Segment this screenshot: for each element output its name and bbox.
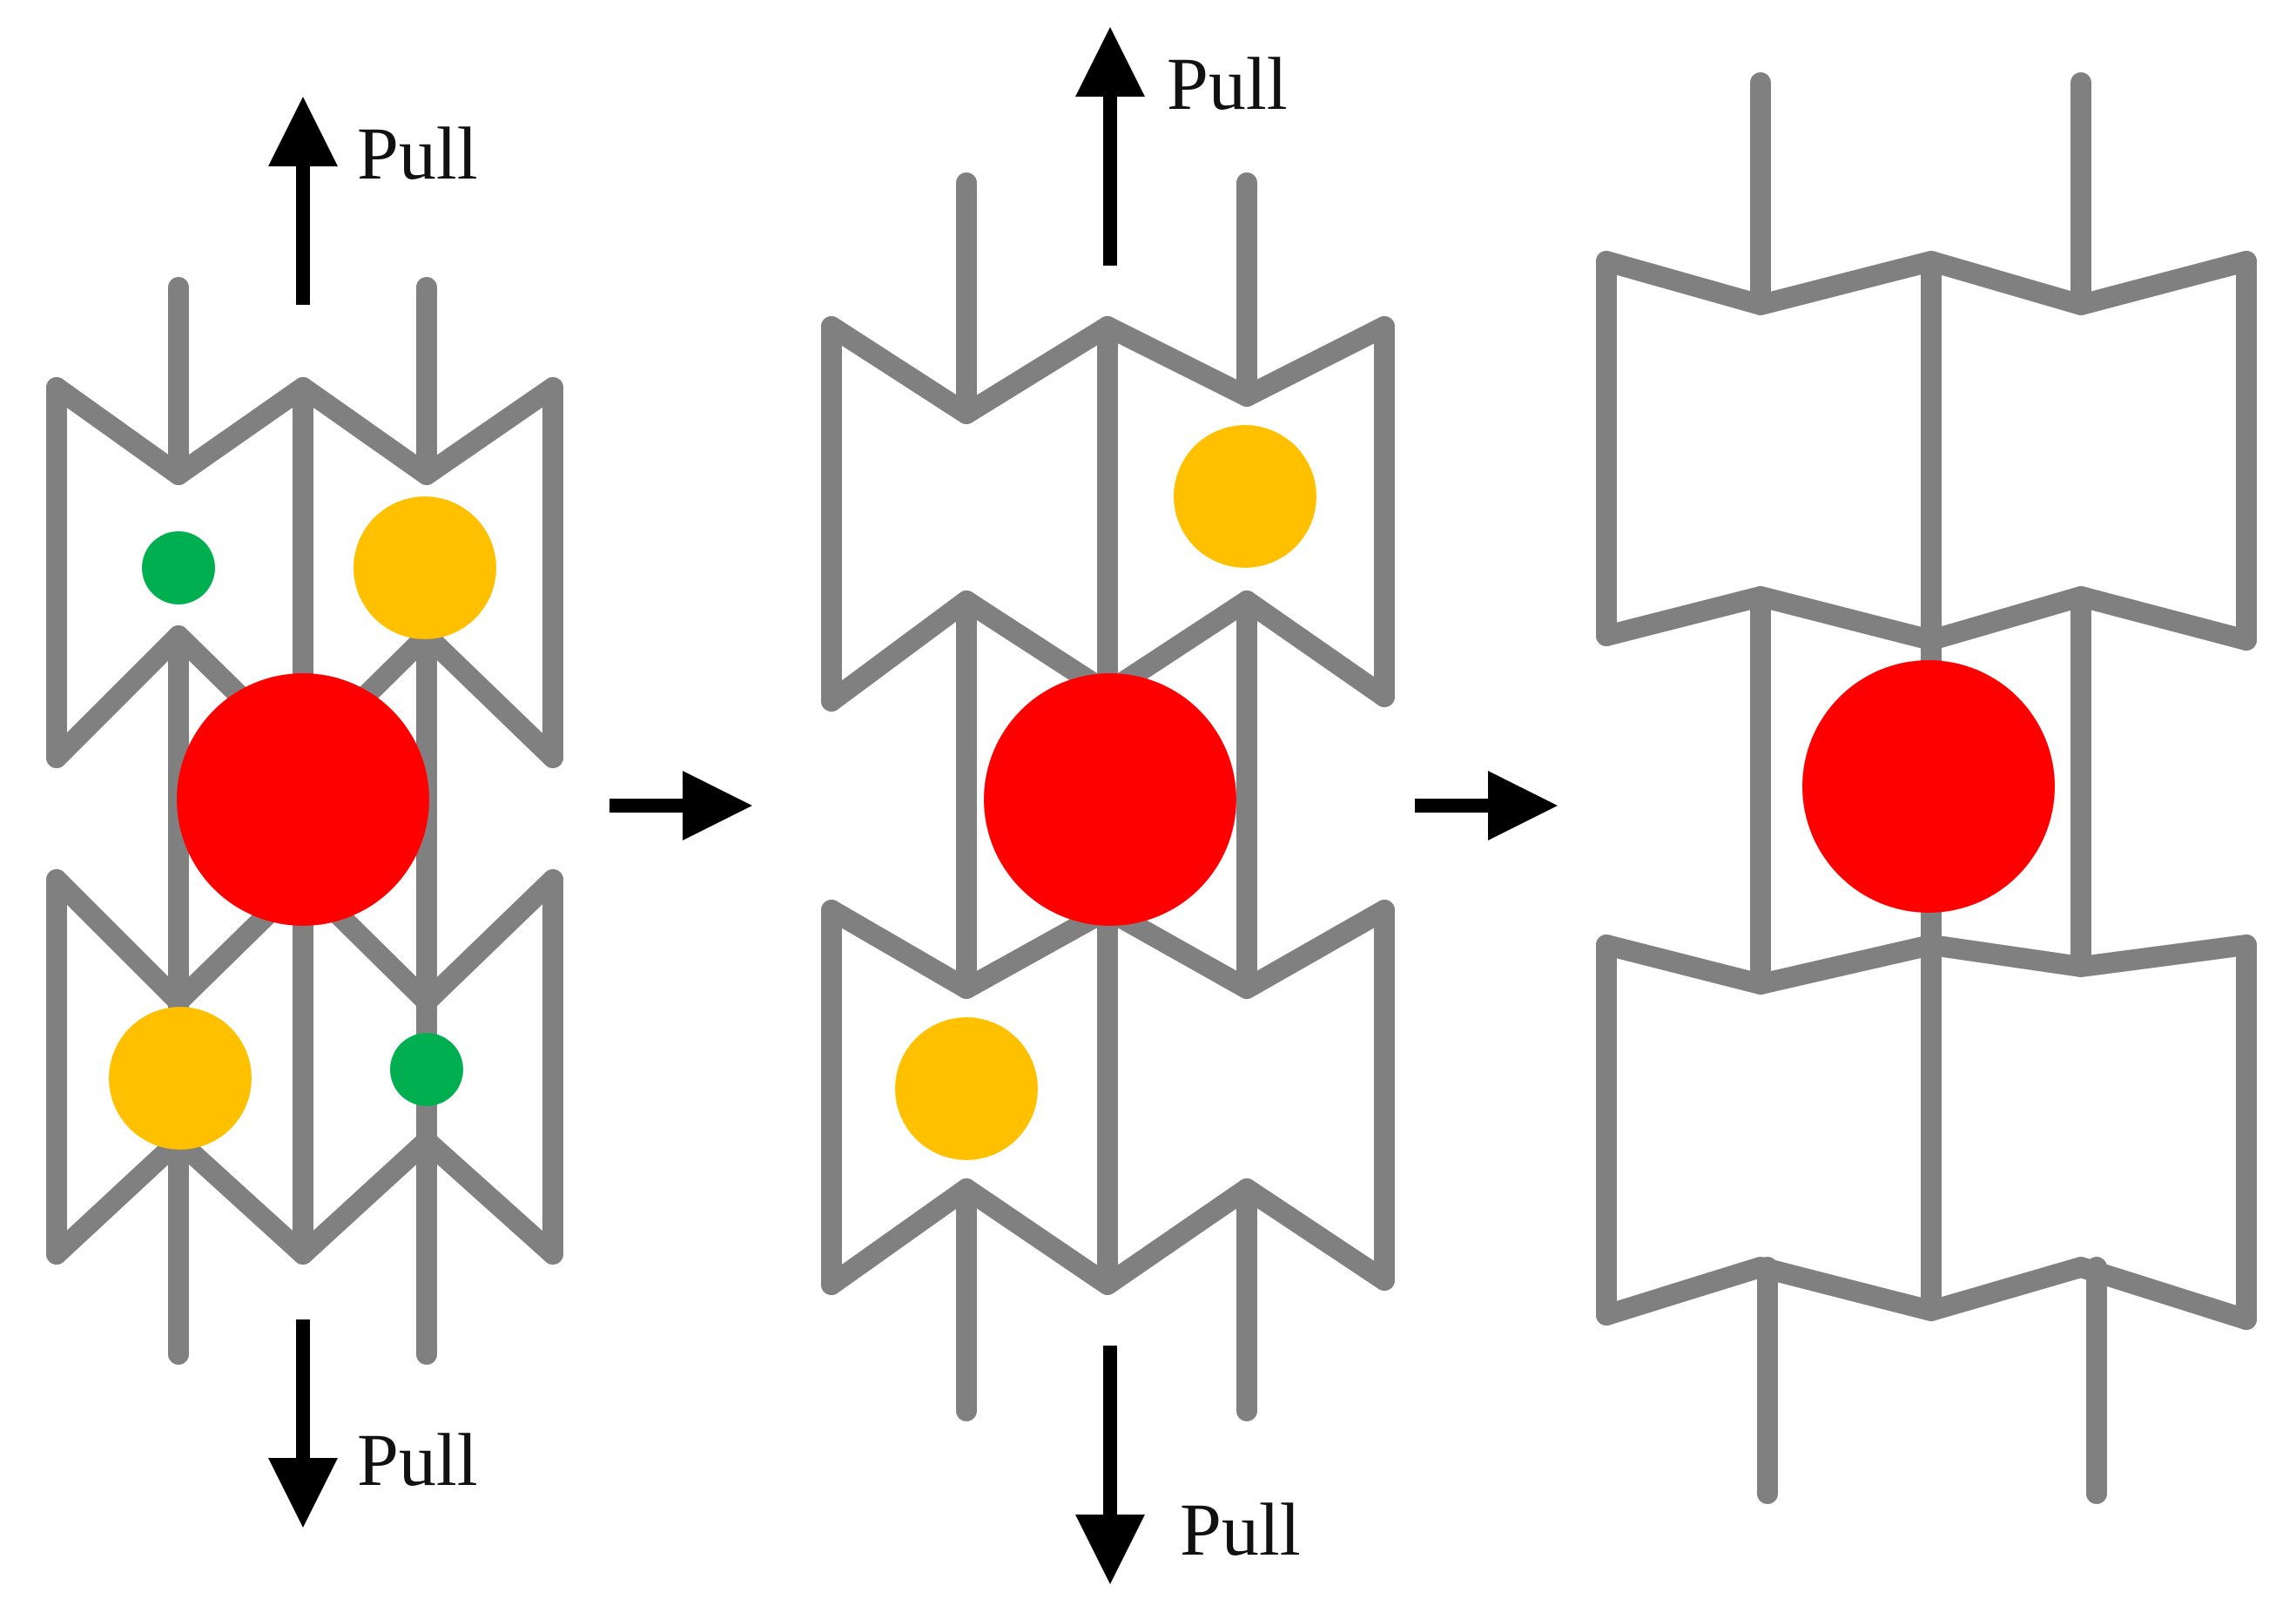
- medium-particle: [109, 1007, 252, 1150]
- medium-particle: [1174, 425, 1316, 568]
- stage-2-particles: [895, 425, 1316, 1160]
- pull-label-bottom: Pull: [357, 1418, 478, 1501]
- large-particle: [984, 673, 1236, 926]
- stage-3-particles: [1802, 660, 2055, 913]
- medium-particle: [353, 496, 496, 639]
- small-particle: [142, 531, 215, 604]
- pull-label-top: Pull: [1167, 42, 1288, 125]
- medium-particle: [895, 1017, 1038, 1160]
- large-particle: [1802, 660, 2055, 913]
- large-particle: [177, 673, 429, 926]
- small-particle: [390, 1033, 463, 1106]
- pull-label-bottom: Pull: [1180, 1488, 1301, 1571]
- stage-3-lattice: [1596, 72, 2257, 1504]
- stage-2-lattice: [821, 172, 1395, 1421]
- stage-1-particles: [109, 496, 496, 1150]
- pull-label-top: Pull: [357, 111, 478, 195]
